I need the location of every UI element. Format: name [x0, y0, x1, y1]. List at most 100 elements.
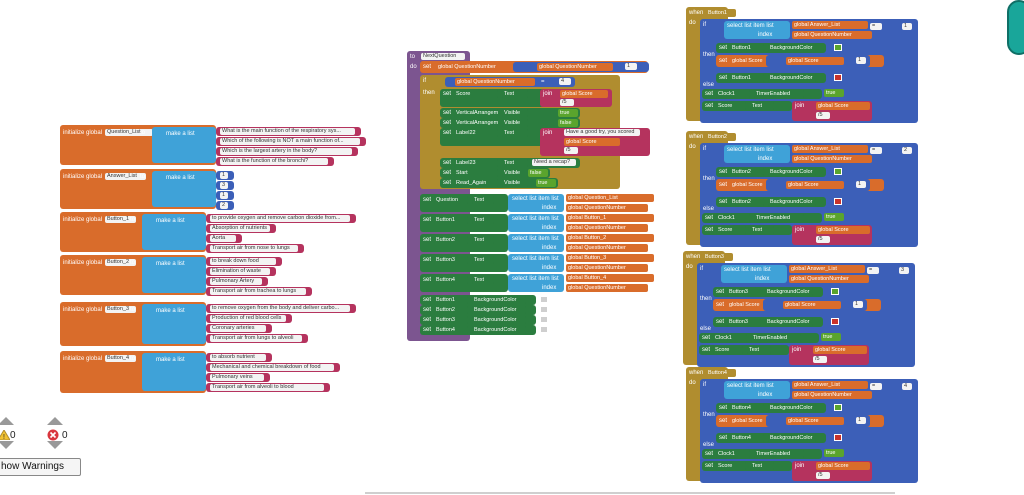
get-chip[interactable]: global Score	[564, 138, 620, 146]
property-chip[interactable]: Text	[750, 102, 774, 110]
num-field[interactable]: 4	[902, 383, 912, 390]
component-chip[interactable]: Score	[713, 346, 743, 354]
property-chip[interactable]: BackgroundColor	[765, 288, 813, 296]
component-chip[interactable]: Button4	[730, 434, 764, 442]
list-item-value[interactable]: Transport air from nose to lungs	[210, 245, 298, 252]
set-va1[interactable]: setVerticalArrangement1Visible	[440, 118, 580, 128]
global-var-name[interactable]: Button_3	[105, 306, 137, 313]
equals-op[interactable]: =	[870, 383, 882, 390]
component-chip[interactable]: Button1	[706, 9, 736, 17]
component-chip[interactable]: Start	[454, 169, 498, 177]
list-item-button1-2[interactable]: Aorta	[206, 234, 242, 243]
component-chip[interactable]: Button3	[703, 253, 733, 261]
list-item-value[interactable]: 1	[220, 172, 228, 179]
make-list-button4[interactable]: make a list	[142, 353, 206, 391]
error-arrow-up-icon[interactable]	[47, 417, 63, 425]
component-chip[interactable]: Button4	[434, 326, 468, 334]
property-chip[interactable]: BackgroundColor	[472, 296, 526, 304]
color-swatch[interactable]	[540, 306, 548, 313]
list-item-button4-2[interactable]: Pulmonary veins	[206, 373, 270, 382]
list-item-value[interactable]: Production of red blood cells	[210, 315, 286, 322]
text-field[interactable]: /5	[816, 236, 830, 243]
get-chip[interactable]: global Button_1	[566, 214, 654, 222]
list-item-value[interactable]: 1	[220, 192, 228, 199]
component-chip[interactable]: Read_Again	[454, 179, 498, 187]
get-chip[interactable]: global Score	[813, 346, 867, 354]
list-item-value[interactable]: Transport air from lungs to alveoli	[210, 335, 302, 342]
list-item-value[interactable]: Which is the largest artery in the body?	[220, 148, 352, 155]
red-swatch[interactable]	[834, 198, 842, 205]
green-swatch[interactable]	[834, 168, 842, 175]
list-item-button2-1[interactable]: Elimination of waste	[206, 267, 276, 276]
set-va2[interactable]: setVerticalArrangement2Visible	[440, 108, 580, 118]
list-item-value[interactable]: to provide oxygen and remove carbon diox…	[210, 215, 350, 222]
num-field[interactable]: 1	[625, 63, 637, 70]
get-chip[interactable]: global QuestionNumber	[566, 204, 648, 212]
component-chip[interactable]: Button2	[434, 236, 468, 244]
property-chip[interactable]: Text	[472, 256, 494, 264]
list-item-value[interactable]: to remove oxygen from the body and deliv…	[210, 305, 350, 312]
property-chip[interactable]: BackgroundColor	[765, 318, 813, 326]
property-chip[interactable]: Text	[472, 216, 494, 224]
green-swatch[interactable]	[834, 44, 842, 51]
warning-arrow-up-icon[interactable]	[0, 417, 14, 425]
get-chip[interactable]: global QuestionNumber	[792, 31, 872, 39]
list-item-value[interactable]: 3	[220, 182, 228, 189]
get-chip[interactable]: global QuestionNumber	[792, 391, 872, 399]
component-chip[interactable]: Button2	[730, 168, 764, 176]
global-var-name[interactable]: Button_2	[105, 259, 137, 266]
num-field[interactable]: 1	[853, 301, 863, 308]
property-chip[interactable]: BackgroundColor	[768, 434, 816, 442]
component-chip[interactable]: Clock1	[716, 90, 750, 98]
num-field[interactable]: 1	[856, 417, 866, 424]
property-chip[interactable]: Text	[750, 462, 774, 470]
get-chip[interactable]: global Score	[816, 226, 870, 234]
bool-chip[interactable]: false	[528, 169, 548, 177]
list-item-button2-2[interactable]: Pulmonary Artery	[206, 277, 268, 286]
property-chip[interactable]: Visible	[502, 179, 528, 187]
warning-arrow-down-icon[interactable]	[0, 441, 14, 449]
list-item-button1-0[interactable]: to provide oxygen and remove carbon diox…	[206, 214, 356, 223]
property-chip[interactable]: Text	[747, 346, 771, 354]
show-warnings-button[interactable]: how Warnings	[0, 458, 81, 476]
list-item-button4-0[interactable]: to absorb nutrient	[206, 353, 272, 362]
num-field[interactable]: 1	[856, 181, 866, 188]
get-chip[interactable]: global QuestionNumber	[789, 275, 869, 283]
list-item-value[interactable]: Mechanical and chemical breakdown of foo…	[210, 364, 334, 371]
component-chip[interactable]: Button2	[434, 306, 468, 314]
get-chip[interactable]: global Score	[816, 102, 870, 110]
list-item-value[interactable]: What is the function of the bronchi?	[220, 158, 328, 165]
list-item-value[interactable]: Transport air from trachea to lungs	[210, 288, 306, 295]
property-chip[interactable]: Text	[502, 129, 528, 137]
text-field[interactable]: Need a recap?	[532, 159, 576, 166]
component-chip[interactable]: Button2	[730, 198, 764, 206]
get-chip[interactable]: global Button_4	[566, 274, 654, 282]
color-swatch[interactable]	[540, 326, 548, 333]
property-chip[interactable]: Visible	[502, 119, 528, 127]
property-chip[interactable]: Text	[472, 236, 494, 244]
list-item-question_list-1[interactable]: Which of the following is NOT a main fun…	[216, 137, 366, 146]
property-chip[interactable]: BackgroundColor	[768, 198, 816, 206]
component-chip[interactable]: Score	[716, 462, 746, 470]
num-field[interactable]: 1	[856, 57, 866, 64]
property-chip[interactable]: TimerEnabled	[751, 334, 801, 342]
component-chip[interactable]: Button3	[727, 318, 761, 326]
component-chip[interactable]: Button4	[706, 369, 736, 377]
